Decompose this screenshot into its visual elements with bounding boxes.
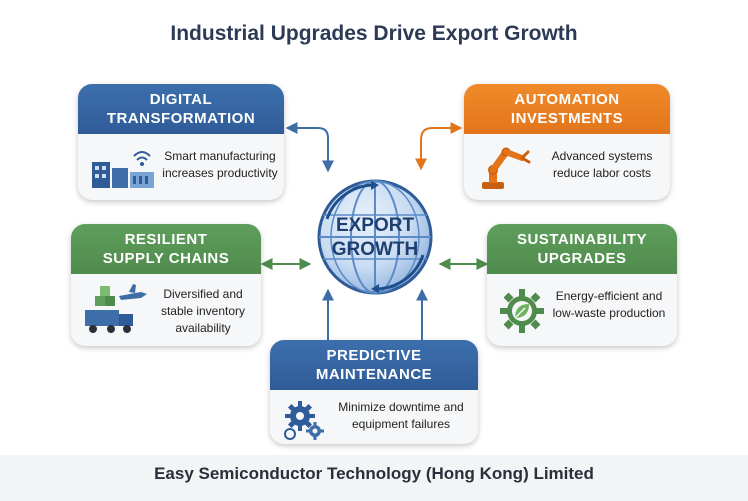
card-title-line-2: INVESTMENTS <box>510 110 624 127</box>
arrow-automation <box>415 122 463 171</box>
card-description: Advanced systems reduce labor costs <box>540 148 664 182</box>
desc-line-1: Energy-efficient and <box>555 289 663 303</box>
desc-line-2: equipment failures <box>351 417 451 431</box>
card-title-line-1: RESILIENT <box>124 231 208 248</box>
card-sustainability-upgrades: SUSTAINABILITY UPGRADES <box>487 224 677 346</box>
footer-company-name: Easy Semiconductor Technology (Hong Kong… <box>154 464 594 483</box>
card-description: Diversified and stable inventory availab… <box>149 286 257 337</box>
card-description: Energy-efficient and low-waste productio… <box>545 288 673 322</box>
center-line-2: GROWTH <box>331 239 419 260</box>
card-header: DIGITAL TRANSFORMATION <box>78 84 284 134</box>
card-header: PREDICTIVE MAINTENANCE <box>270 340 478 390</box>
card-title-line-2: UPGRADES <box>537 250 627 267</box>
center-label: EXPORT GROWTH <box>313 214 437 262</box>
gears-icon <box>284 401 324 440</box>
arrow-digital <box>285 122 334 173</box>
card-body: Diversified and stable inventory availab… <box>71 274 261 346</box>
card-predictive-maintenance: PREDICTIVE MAINTENANCE <box>270 340 478 444</box>
globe-icon <box>317 179 433 295</box>
card-automation-investments: AUTOMATION INVESTMENTS Advanced systems … <box>464 84 670 200</box>
card-description: Smart manufacturing increases productivi… <box>160 148 280 182</box>
desc-line-1: Diversified and <box>163 287 243 301</box>
factory-wifi-icon <box>92 151 154 188</box>
card-header: SUSTAINABILITY UPGRADES <box>487 224 677 274</box>
desc-line-2: increases productivity <box>162 166 278 180</box>
card-title-line-1: PREDICTIVE <box>326 347 422 364</box>
desc-line-1: Advanced systems <box>551 149 653 163</box>
robot-arm-icon <box>482 147 531 189</box>
desc-line-1: Minimize downtime and <box>338 400 464 414</box>
card-body: Minimize downtime and equipment failures <box>270 390 478 444</box>
card-title-line-1: DIGITAL <box>149 91 213 108</box>
desc-line-1: Smart manufacturing <box>164 149 276 163</box>
footer-band <box>0 455 748 501</box>
card-title-line-2: MAINTENANCE <box>315 366 433 383</box>
card-title-line-1: SUSTAINABILITY <box>516 231 648 248</box>
card-header: RESILIENT SUPPLY CHAINS <box>71 224 261 274</box>
card-body: Advanced systems reduce labor costs <box>464 134 670 200</box>
card-digital-transformation: DIGITAL TRANSFORMATION Smart manufacturi… <box>78 84 284 200</box>
card-description: Minimize downtime and equipment failures <box>328 399 474 433</box>
center-line-1: EXPORT <box>335 215 415 236</box>
desc-line-2: stable inventory <box>160 304 246 318</box>
diagram-title: Industrial Upgrades Drive Export Growth <box>170 22 578 45</box>
desc-line-2: low-waste production <box>552 306 666 320</box>
card-title-line-2: SUPPLY CHAINS <box>102 250 230 267</box>
card-body: Energy-efficient and low-waste productio… <box>487 274 677 346</box>
card-header: AUTOMATION INVESTMENTS <box>464 84 670 134</box>
desc-line-3: availability <box>175 321 231 335</box>
desc-line-2: reduce labor costs <box>552 166 652 180</box>
card-resilient-supply-chains: RESILIENT SUPPLY CHAINS Diversified and … <box>71 224 261 346</box>
card-title-line-1: AUTOMATION <box>514 91 620 108</box>
logistics-icon <box>85 284 147 333</box>
eco-gear-icon <box>500 289 544 333</box>
card-body: Smart manufacturing increases productivi… <box>78 134 284 200</box>
card-title-line-2: TRANSFORMATION <box>106 110 256 127</box>
